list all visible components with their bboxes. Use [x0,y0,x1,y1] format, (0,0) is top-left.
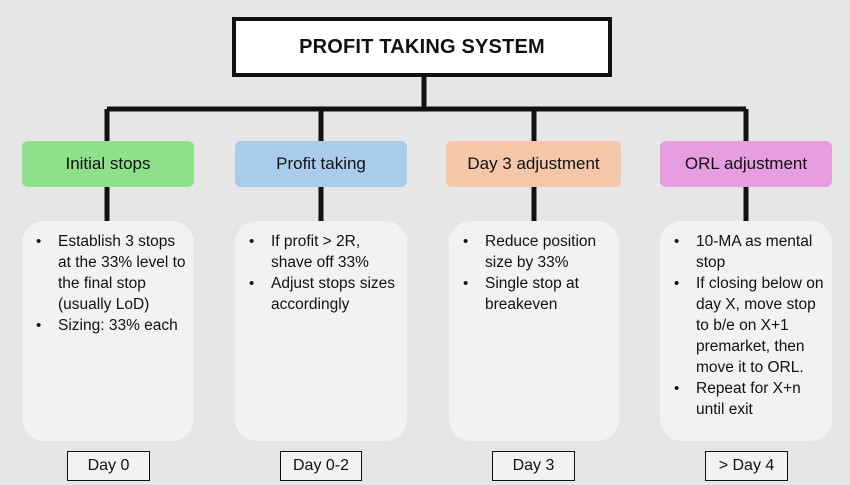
day-label-orl-adjustment: > Day 4 [705,451,788,481]
bullet-item: If closing below on day X, move stop to … [674,273,826,378]
header-profit-taking: Profit taking [235,141,407,187]
bullet-item: If profit > 2R, shave off 33% [249,231,401,273]
bullet-item: Establish 3 stops at the 33% level to th… [36,231,188,315]
bullet-item: Sizing: 33% each [36,315,188,336]
bullet-item: Adjust stops sizes accordingly [249,273,401,315]
day-label-profit-taking: Day 0-2 [280,451,362,481]
card-orl-adjustment: 10-MA as mental stop If closing below on… [660,221,832,441]
header-initial-stops: Initial stops [22,141,194,187]
day-label-initial-stops: Day 0 [67,451,150,481]
header-day3-adjustment: Day 3 adjustment [446,141,621,187]
diagram-title: PROFIT TAKING SYSTEM [232,17,612,77]
card-initial-stops: Establish 3 stops at the 33% level to th… [22,221,194,441]
bullet-item: Reduce position size by 33% [463,231,613,273]
card-profit-taking: If profit > 2R, shave off 33% Adjust sto… [235,221,407,441]
day-label-day3-adjustment: Day 3 [492,451,575,481]
card-day3-adjustment: Reduce position size by 33% Single stop … [449,221,619,441]
header-orl-adjustment: ORL adjustment [660,141,832,187]
bullet-item: Repeat for X+n until exit [674,378,826,420]
bullet-item: Single stop at breakeven [463,273,613,315]
bullet-item: 10-MA as mental stop [674,231,826,273]
